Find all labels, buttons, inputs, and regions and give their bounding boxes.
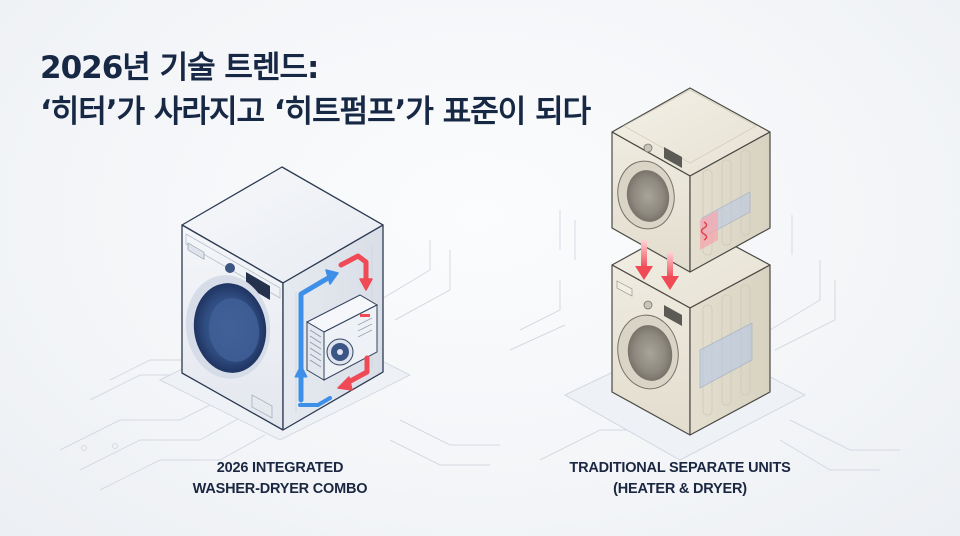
caption-integrated-combo: 2026 INTEGRATED WASHER-DRYER COMBO bbox=[170, 458, 390, 500]
dryer-tank-icon bbox=[699, 322, 753, 389]
cold-air-arrow-icon bbox=[294, 269, 339, 407]
heat-down-arrow-icon bbox=[635, 240, 679, 290]
circuit-lines-decoration bbox=[59, 210, 900, 491]
caption-right-line-1: TRADITIONAL SEPARATE UNITS bbox=[569, 460, 791, 476]
caption-left-line-2: WASHER-DRYER COMBO bbox=[192, 481, 368, 497]
caption-left-line-1: 2026 INTEGRATED bbox=[216, 460, 344, 476]
hot-air-arrow-icon bbox=[337, 253, 373, 391]
page-title: 2026년 기술 트렌드: ‘히터’가 사라지고 ‘히트펌프’가 표준이 되다 bbox=[40, 46, 591, 134]
title-line-1: 2026년 기술 트렌드: bbox=[40, 50, 319, 86]
heat-pump-unit-icon bbox=[305, 294, 379, 381]
heater-coil-icon bbox=[700, 191, 751, 250]
title-line-2: ‘히터’가 사라지고 ‘히트펌프’가 표준이 되다 bbox=[40, 94, 591, 130]
stacked-dryer-icon bbox=[611, 87, 771, 273]
washer-dryer-combo-icon bbox=[181, 166, 384, 431]
caption-separate-units: TRADITIONAL SEPARATE UNITS (HEATER & DRY… bbox=[560, 458, 800, 500]
caption-right-line-2: (HEATER & DRYER) bbox=[613, 481, 747, 497]
